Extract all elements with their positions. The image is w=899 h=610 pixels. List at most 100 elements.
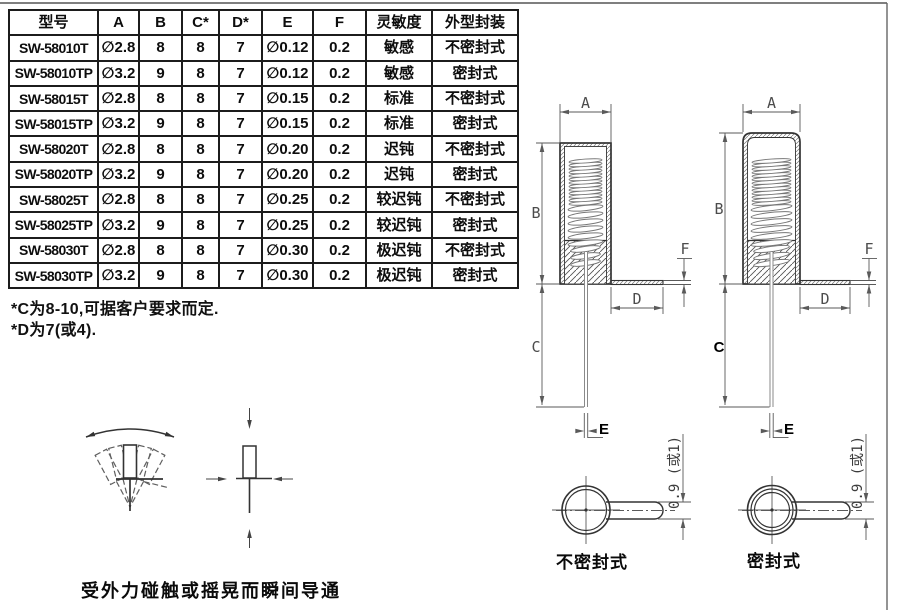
table-cell: ∅2.8: [97, 135, 140, 163]
table-cell: 极迟钝: [365, 261, 433, 290]
table-cell: ∅0.30: [261, 236, 314, 264]
table-cell: 7: [218, 34, 263, 62]
table-cell: 7: [218, 59, 263, 87]
table-cell: ∅3.2: [97, 59, 140, 87]
table-cell: 8: [181, 236, 220, 264]
table-cell: ∅0.20: [261, 135, 314, 163]
table-cell: 迟钝: [365, 135, 433, 163]
footnotes: *C为8-10,可据客户要求而定. *D为7(或4).: [11, 299, 219, 341]
table-cell: 极迟钝: [365, 236, 433, 264]
table-cell: 敏感: [365, 34, 433, 62]
table-cell: 密封式: [431, 211, 519, 239]
dim-label-b-left: B: [531, 204, 540, 222]
table-header-cell: C*: [181, 8, 220, 37]
table-cell: SW-58015TP: [8, 110, 99, 138]
table-cell: 敏感: [365, 59, 433, 87]
table-cell: SW-58010TP: [8, 59, 99, 87]
table-cell: 8: [181, 160, 220, 189]
table-cell: SW-58030TP: [8, 261, 99, 290]
table-cell: ∅0.15: [261, 110, 314, 138]
footnote-d: *D为7(或4).: [11, 322, 97, 339]
table-cell: 标准: [365, 84, 433, 113]
table-cell: 9: [138, 110, 183, 138]
table-cell: 8: [138, 34, 183, 62]
table-cell: 8: [181, 135, 220, 163]
sealed-view-label: 密封式: [747, 552, 801, 571]
table-cell: 7: [218, 261, 263, 290]
unsealed-bottom-view-drawing: [552, 434, 691, 544]
table-cell: 7: [218, 110, 263, 138]
table-header-cell: A: [97, 8, 140, 37]
table-cell: SW-58025T: [8, 186, 99, 214]
table-cell: ∅0.25: [261, 211, 314, 239]
table-cell: ∅3.2: [97, 110, 140, 138]
table-cell: ∅0.30: [261, 261, 314, 290]
table-cell: 不密封式: [431, 236, 519, 264]
unsealed-side-view-drawing: [536, 104, 692, 438]
table-cell: 9: [138, 59, 183, 87]
table-cell: 7: [218, 84, 263, 113]
table-cell: ∅2.8: [97, 186, 140, 214]
function-caption: 受外力碰触或摇晃而瞬间导通: [81, 581, 341, 601]
table-cell: 较迟钝: [365, 211, 433, 239]
table-cell: ∅0.15: [261, 84, 314, 113]
table-header-cell: 型号: [8, 8, 99, 37]
table-cell: 迟钝: [365, 160, 433, 189]
table-cell: 0.2: [312, 186, 367, 214]
table-cell: SW-58010T: [8, 34, 99, 62]
table-header-cell: 外型封装: [431, 8, 519, 37]
table-cell: SW-58025TP: [8, 211, 99, 239]
table-cell: ∅0.20: [261, 160, 314, 189]
dim-label-e-left: E: [599, 421, 609, 438]
table-cell: ∅0.25: [261, 186, 314, 214]
unsealed-view-label: 不密封式: [556, 553, 628, 572]
table-cell: 8: [181, 34, 220, 62]
table-cell: 8: [138, 186, 183, 214]
table-cell: 不密封式: [431, 34, 519, 62]
footnote-c: *C为8-10,可据客户要求而定.: [11, 301, 219, 318]
shake-motion-diagram: [85, 428, 175, 511]
table-cell: 0.2: [312, 59, 367, 87]
table-header-cell: B: [138, 8, 183, 37]
table-cell: ∅3.2: [97, 211, 140, 239]
table-cell: 8: [181, 59, 220, 87]
table-cell: 7: [218, 211, 263, 239]
table-cell: 8: [181, 110, 220, 138]
dim-label-d-left: D: [632, 290, 641, 308]
table-cell: 8: [138, 236, 183, 264]
table-cell: SW-58030T: [8, 236, 99, 264]
table-cell: 较迟钝: [365, 186, 433, 214]
table-cell: 密封式: [431, 110, 519, 138]
sealed-bottom-view-drawing: [738, 434, 874, 544]
table-cell: 0.2: [312, 160, 367, 189]
table-cell: 8: [181, 186, 220, 214]
table-cell: ∅0.12: [261, 59, 314, 87]
table-cell: 不密封式: [431, 135, 519, 163]
table-cell: 7: [218, 160, 263, 189]
table-cell: 9: [138, 261, 183, 290]
table-cell: 8: [181, 84, 220, 113]
table-header-cell: E: [261, 8, 314, 37]
dim-label-a-right: A: [767, 94, 776, 112]
table-cell: SW-58015T: [8, 84, 99, 113]
table-cell: 不密封式: [431, 84, 519, 113]
table-cell: 密封式: [431, 261, 519, 290]
table-cell: 0.2: [312, 34, 367, 62]
table-cell: SW-58020TP: [8, 160, 99, 189]
table-header-cell: 灵敏度: [365, 8, 433, 37]
table-cell: 7: [218, 236, 263, 264]
force-direction-diagram: [206, 408, 293, 548]
dim-label-a-left: A: [581, 94, 590, 112]
table-cell: ∅3.2: [97, 160, 140, 189]
table-cell: ∅2.8: [97, 84, 140, 113]
table-cell: 8: [138, 135, 183, 163]
table-cell: 9: [138, 211, 183, 239]
